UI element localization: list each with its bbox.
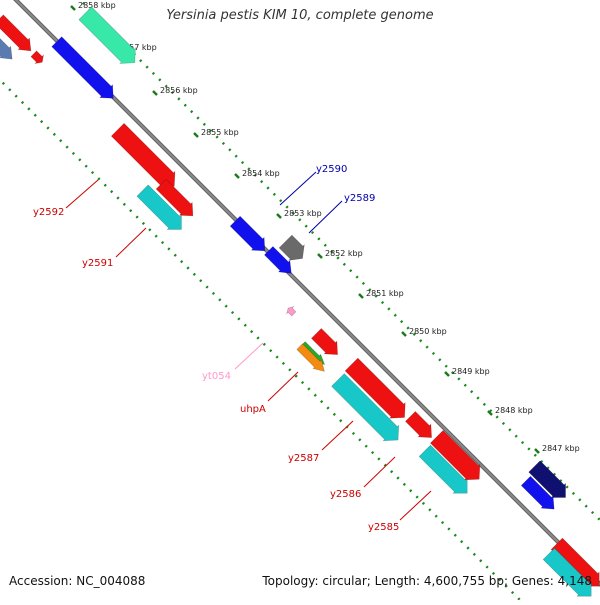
gene-label: uhpA [240, 404, 266, 415]
gene-leader-line [267, 371, 299, 402]
gene-leader-line [399, 490, 432, 521]
gene-feature [542, 547, 592, 597]
tick-mark [487, 410, 493, 416]
gene-feature [78, 6, 136, 64]
inner-dotted-track [0, 78, 527, 605]
gene-label: y2587 [288, 453, 319, 464]
gene-feature [405, 411, 432, 438]
gene-feature [331, 373, 400, 442]
gene-feature [528, 460, 566, 498]
gene-feature [429, 429, 481, 481]
tick-mark [534, 448, 540, 454]
gene-leader-line [308, 200, 343, 234]
gene-feature [311, 328, 338, 355]
gene-feature [0, 38, 13, 60]
tick-mark [276, 213, 282, 219]
gene-leader-line [65, 179, 99, 209]
outer-dotted-track [78, 0, 600, 522]
tick-label: 2849 kbp [452, 367, 490, 376]
accession-text: Accession: NC_004088 [9, 574, 146, 588]
gene-label: y2589 [344, 193, 375, 204]
gene-feature [51, 36, 114, 99]
tick-label: 2852 kbp [325, 249, 363, 258]
gene-label: y2586 [330, 489, 361, 500]
gene-leader-line [234, 342, 264, 370]
tick-mark [193, 132, 199, 138]
map-title: Yersinia pestis KIM 10, complete genome [166, 8, 434, 23]
tick-label: 2854 kbp [242, 169, 280, 178]
gene-feature [344, 357, 406, 419]
gene-feature [30, 50, 44, 64]
gene-feature [136, 184, 182, 230]
gene-label: y2590 [316, 164, 347, 175]
tick-mark [152, 90, 158, 96]
tick-label: 2857 kbp [119, 43, 157, 52]
gene-leader-line [279, 171, 317, 206]
genome-summary-text: Topology: circular; Length: 4,600,755 bp… [262, 574, 592, 588]
gene-label: y2585 [368, 522, 399, 533]
tick-mark [444, 371, 450, 377]
gene-feature [296, 343, 325, 372]
gene-feature [418, 444, 468, 494]
gene-leader-line [321, 420, 354, 451]
gene-feature [0, 14, 32, 52]
gene-feature [286, 306, 297, 317]
tick-label: 2856 kbp [160, 86, 198, 95]
tick-mark [317, 253, 323, 259]
tick-label: 2850 kbp [409, 327, 447, 336]
tick-mark [401, 331, 407, 337]
gene-leader-line [363, 456, 396, 488]
gene-feature [264, 246, 292, 274]
tick-label: 2848 kbp [495, 406, 533, 415]
gene-feature [229, 215, 266, 252]
gene-feature [110, 122, 176, 188]
gene-feature [520, 475, 555, 510]
tick-label: 2855 kbp [201, 128, 239, 137]
gene-feature [278, 234, 305, 261]
tick-mark [70, 5, 76, 11]
tick-label: 2858 kbp [78, 1, 116, 10]
gene-label: yt054 [202, 371, 231, 382]
tick-label: 2851 kbp [366, 289, 404, 298]
tick-label: 2847 kbp [542, 444, 580, 453]
gene-feature [155, 178, 194, 217]
gene-label: y2591 [82, 258, 113, 269]
tick-mark [358, 293, 364, 299]
gene-leader-line [115, 227, 147, 258]
tick-mark [234, 173, 240, 179]
gene-label: y2592 [33, 207, 64, 218]
tick-label: 2853 kbp [284, 209, 322, 218]
